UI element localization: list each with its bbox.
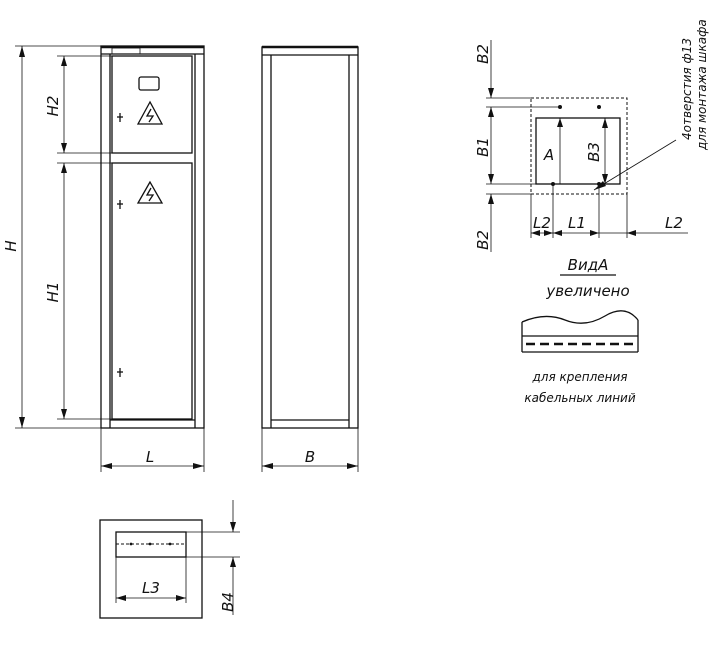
door-handle-icon bbox=[117, 200, 123, 209]
dimension-H1: H1 bbox=[44, 162, 112, 420]
cable-note-line1: для крепления bbox=[531, 370, 627, 384]
dimension-B: B bbox=[261, 428, 359, 472]
label-B: B bbox=[305, 448, 315, 466]
front-view bbox=[100, 45, 205, 429]
dimension-L-bottom-row: L2 L1 L2 bbox=[530, 184, 688, 238]
dimension-H2: H2 bbox=[44, 55, 112, 154]
label-L2-left: L2 bbox=[533, 214, 551, 232]
dimension-B2-top: B2 bbox=[474, 40, 560, 117]
dimension-B3: B3 bbox=[585, 118, 608, 184]
label-B1: B1 bbox=[474, 137, 492, 157]
top-view bbox=[99, 519, 203, 619]
holes-note-line2: для монтажа шкафа bbox=[695, 19, 709, 151]
dimension-B2-bottom: B2 bbox=[474, 193, 531, 252]
lightning-warning-icon bbox=[136, 100, 164, 125]
dimension-A: A bbox=[543, 118, 563, 184]
window-icon bbox=[138, 76, 160, 91]
dimension-L: L bbox=[100, 428, 205, 472]
label-H: H bbox=[2, 240, 20, 251]
base-plan bbox=[530, 97, 628, 195]
side-view bbox=[261, 45, 359, 429]
label-L: L bbox=[146, 448, 154, 466]
dimension-H: H bbox=[2, 45, 101, 429]
door-handle-icon bbox=[117, 368, 123, 377]
holes-leader: 4отверстия ф13 для монтажа шкафа bbox=[593, 19, 709, 191]
break-line bbox=[521, 310, 639, 324]
cable-note-line2: кабельных линий bbox=[524, 391, 635, 405]
dimension-L3: L3 bbox=[115, 557, 187, 603]
label-B3: B3 bbox=[585, 142, 603, 162]
label-L3: L3 bbox=[142, 579, 160, 597]
door-handle-icon bbox=[117, 113, 123, 122]
dimension-B4: B4 bbox=[186, 500, 240, 615]
view-a-title: ВидА bbox=[568, 256, 609, 274]
label-L2-right: L2 bbox=[665, 214, 683, 232]
label-A: A bbox=[543, 146, 554, 164]
label-B2: B2 bbox=[474, 44, 492, 64]
dimension-B1: B1 bbox=[474, 107, 553, 185]
label-B2-bottom: B2 bbox=[474, 230, 492, 250]
label-L1: L1 bbox=[568, 214, 586, 232]
lower-door bbox=[111, 162, 193, 420]
label-H1: H1 bbox=[44, 282, 62, 303]
view-a-subtitle: увеличено bbox=[545, 282, 629, 300]
label-H2: H2 bbox=[44, 96, 62, 117]
holes-note-line1: 4отверстия ф13 bbox=[680, 38, 694, 140]
label-B4: B4 bbox=[219, 592, 237, 612]
view-a: ВидА увеличено для крепления кабельных л… bbox=[521, 256, 639, 405]
upper-door bbox=[111, 55, 193, 154]
lightning-warning-icon bbox=[136, 180, 164, 204]
label-plate-icon bbox=[111, 47, 141, 55]
